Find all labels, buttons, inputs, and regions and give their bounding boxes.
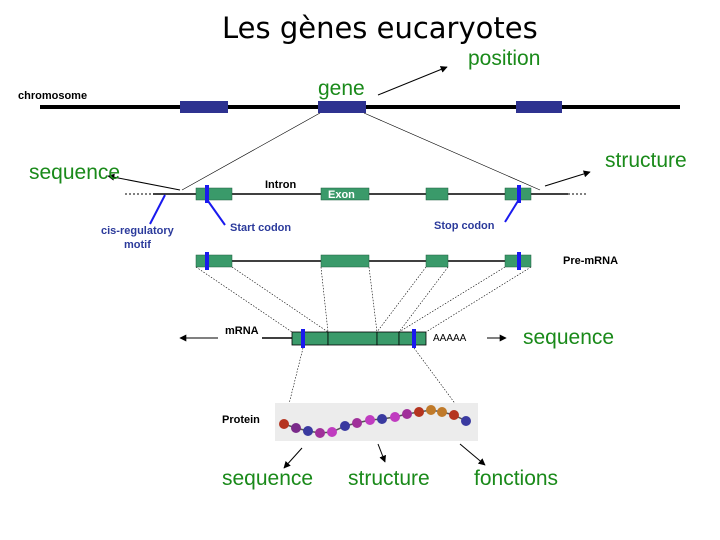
- gene-start-codon-mark: [205, 185, 209, 203]
- sequence-left-label: sequence: [29, 161, 121, 184]
- exon-label: Exon: [328, 189, 355, 201]
- chromosome-gene-box-3: [516, 101, 562, 113]
- protein-backbone: [283, 409, 467, 434]
- sequence-mrna-label: sequence: [523, 326, 615, 349]
- chromosome-label: chromosome: [18, 90, 88, 102]
- gene-label: gene: [318, 77, 365, 100]
- structure-right-label: structure: [605, 149, 687, 172]
- sequence-bottom-label: sequence: [222, 467, 314, 490]
- amino-acid-bead: [365, 415, 375, 425]
- start-codon-label: Start codon: [230, 222, 292, 234]
- protein-structure-arrow: [377, 443, 386, 463]
- motif-label: motif: [124, 239, 151, 251]
- gene-exon-2: [320, 187, 370, 201]
- amino-acid-bead: [377, 414, 387, 424]
- pre-mrna-exon-3: [425, 254, 449, 268]
- stop-codon-pointer: [504, 200, 519, 223]
- amino-acid-bead: [327, 427, 337, 437]
- pre-mrna-exon-2: [320, 254, 370, 268]
- position-label: position: [468, 47, 541, 70]
- mrna-exon-1: [291, 331, 329, 346]
- zoom-line-right: [363, 112, 541, 191]
- intron-label: Intron: [265, 179, 297, 191]
- protein-sequence-arrow: [283, 447, 303, 469]
- mrna-exon-3: [376, 331, 400, 346]
- amino-acid-bead: [340, 421, 350, 431]
- pre-mrna-exon-1: [195, 254, 233, 268]
- fonctions-label: fonctions: [474, 467, 559, 490]
- protein-label: Protein: [222, 414, 260, 426]
- gene-stop-codon-mark: [517, 185, 521, 203]
- sequence-left-arrow: [107, 173, 181, 191]
- splicing-lines: [195, 266, 532, 333]
- cis-regulatory-pointer: [149, 194, 166, 225]
- stop-codon-label: Stop codon: [434, 220, 495, 232]
- amino-acid-bead: [303, 426, 313, 436]
- chromosome-gene-box-1: [180, 101, 228, 113]
- amino-acid-bead: [390, 412, 400, 422]
- zoom-line-left: [181, 112, 321, 191]
- protein-fonctions-arrow: [459, 443, 486, 466]
- amino-acid-bead: [279, 419, 289, 429]
- position-arrow: [377, 66, 448, 96]
- gene-exon-1: [195, 187, 233, 201]
- page-title: Les gènes eucaryotes: [222, 11, 538, 45]
- amino-acid-bead: [449, 410, 459, 420]
- mrna-stop-mark: [412, 329, 416, 348]
- mrna-label: mRNA: [225, 325, 259, 337]
- structure-right-arrow: [544, 170, 591, 187]
- gene-exon-3: [425, 187, 449, 201]
- chromosome-gene-box-2: [318, 101, 366, 113]
- pre-mrna-stop-mark: [517, 252, 521, 270]
- amino-acid-bead: [291, 423, 301, 433]
- pre-mrna-label: Pre-mRNA: [563, 255, 619, 267]
- amino-acid-bead: [437, 407, 447, 417]
- amino-acid-bead: [402, 409, 412, 419]
- polya-tail-label: AAAAA: [433, 333, 467, 344]
- mrna-start-mark: [301, 329, 305, 348]
- amino-acid-bead: [461, 416, 471, 426]
- amino-acid-bead: [315, 428, 325, 438]
- amino-acid-bead: [414, 407, 424, 417]
- amino-acid-bead: [352, 418, 362, 428]
- start-codon-pointer: [207, 200, 226, 226]
- amino-acid-bead: [426, 405, 436, 415]
- protein-chain: [279, 405, 471, 438]
- pre-mrna-start-mark: [205, 252, 209, 270]
- cis-regulatory-label: cis-regulatory: [101, 225, 174, 237]
- mrna-exon-2: [327, 331, 378, 346]
- structure-bottom-label: structure: [348, 467, 430, 490]
